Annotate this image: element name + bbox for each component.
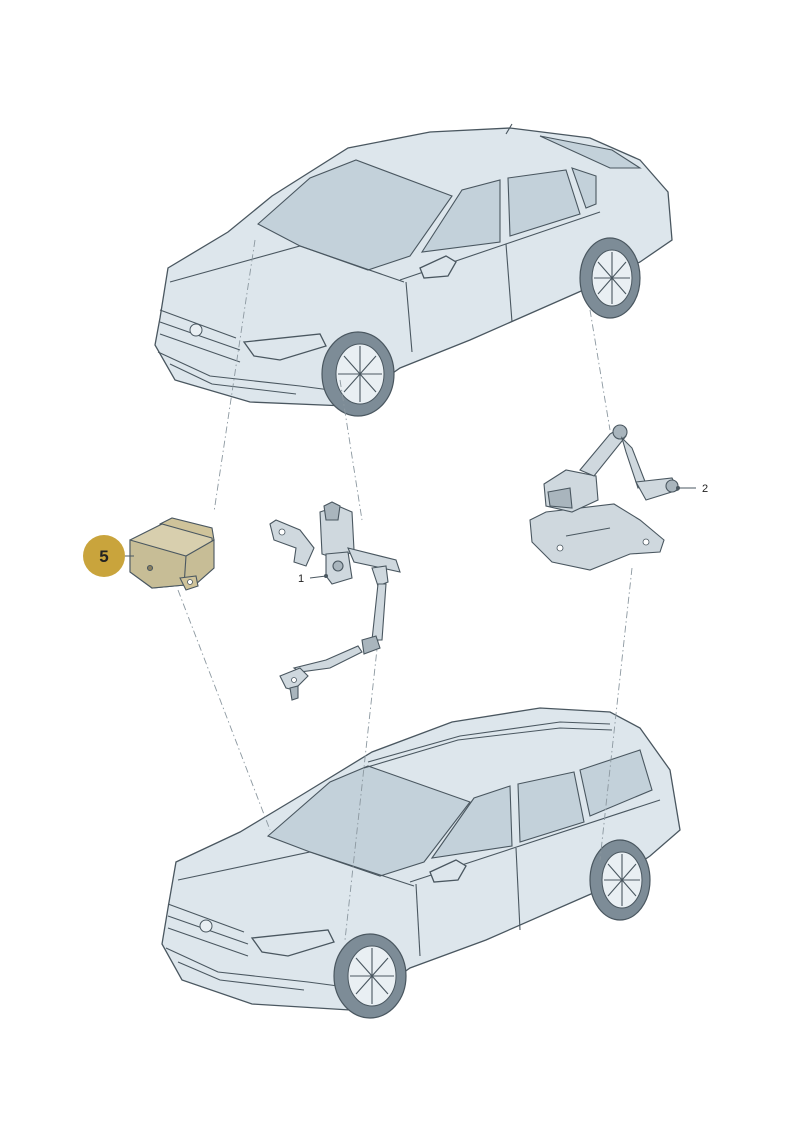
badge-circle [83,535,125,577]
callout-5-label: 5 [99,547,108,566]
leader-lines [177,239,633,941]
rear-level-sensor-part[interactable]: 2 [529,424,708,571]
front-level-sensor-part[interactable]: 1 [269,501,401,701]
control-unit-part[interactable] [129,517,215,591]
estate-illustration [161,707,681,1019]
callout-1-label: 1 [298,573,304,585]
callout-badge-5[interactable]: 5 [83,535,134,577]
sedan-illustration [154,123,673,417]
callout-2-label: 2 [702,483,708,495]
